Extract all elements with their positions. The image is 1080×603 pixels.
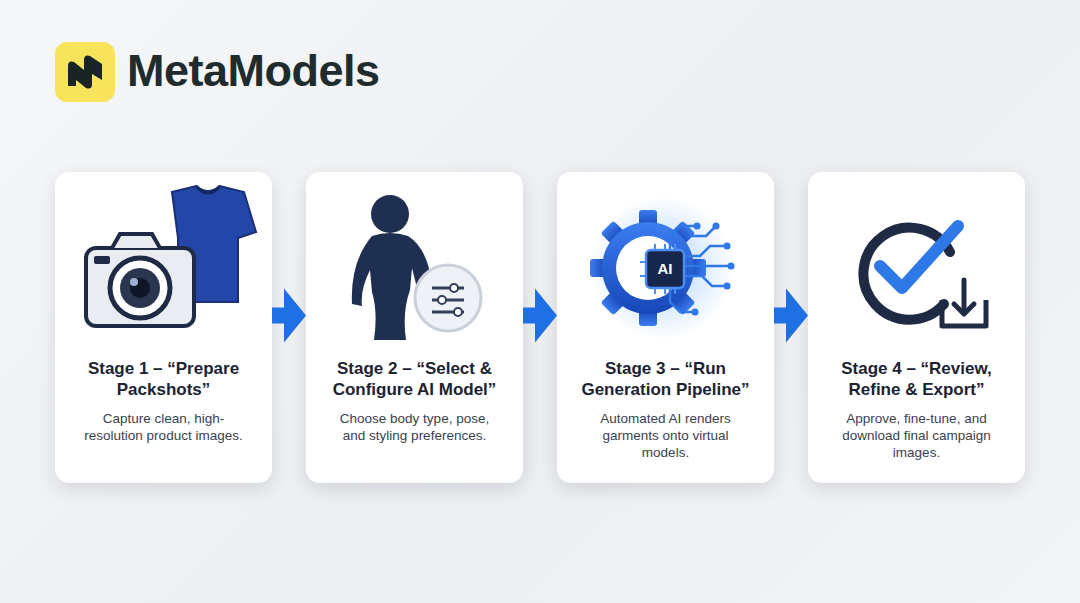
stage-card: Stage 2 – “Select & Configure AI Model” C… (306, 172, 523, 483)
chip-label: AI (646, 260, 684, 278)
flow-arrow (774, 289, 808, 343)
stage-heading: Stage 4 – “Review, Refine & Export” (820, 358, 1013, 400)
logo-icon (55, 42, 115, 102)
stage-card: Stage 3 – “Run Generation Pipeline” Autom… (557, 172, 774, 483)
stage-description: Capture clean, high-resolution product i… (81, 410, 246, 444)
flow-arrow (272, 289, 306, 343)
stage-card: Stage 4 – “Review, Refine & Export” Appro… (808, 172, 1025, 483)
stage-card: Stage 1 – “Prepare Packshots” Capture cle… (55, 172, 272, 483)
stage-description: Approve, fine-tune, and download final c… (834, 410, 999, 461)
flow-arrow (523, 289, 557, 343)
brand-title: MetaModels (127, 44, 380, 98)
stage-description: Automated AI renders garments onto virtu… (583, 410, 748, 461)
stage-heading: Stage 2 – “Select & Configure AI Model” (318, 358, 511, 400)
stage-description: Choose body type, pose, and styling pref… (332, 410, 497, 444)
stage-heading: Stage 1 – “Prepare Packshots” (67, 358, 260, 400)
stage-heading: Stage 3 – “Run Generation Pipeline” (569, 358, 762, 400)
